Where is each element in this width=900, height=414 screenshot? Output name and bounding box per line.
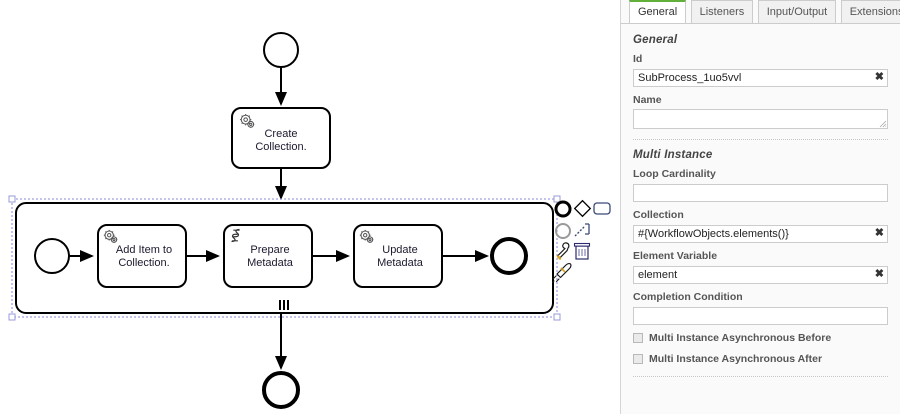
task-update-metadata[interactable]: Update Metadata [353,224,443,288]
tab-general[interactable]: General [629,0,687,23]
multi-instance-parallel-marker-icon [279,300,289,310]
start-event-main[interactable] [263,32,299,68]
group-divider-bottom [633,376,888,377]
tab-extensions[interactable]: Extensions [840,0,900,23]
diagram-canvas[interactable]: Create Collection. [0,0,620,414]
task-prepare-metadata-label-line1: Prepare [250,244,289,256]
resize-handle-sw[interactable] [8,313,16,321]
id-input[interactable] [633,69,888,87]
trash-icon[interactable] [573,242,591,260]
group-title-general: General [633,34,678,46]
resize-handle-nw[interactable] [8,195,16,203]
task-update-metadata-label-line2: Metadata [377,257,424,269]
task-add-item[interactable]: Add Item to Collection. [97,224,187,288]
start-event-sub[interactable] [34,238,70,274]
gears-icon [103,229,118,243]
task-prepare-metadata[interactable]: Prepare Metadata [223,224,313,288]
field-element-variable: Element Variable ✖ [633,250,888,284]
mi-async-before-checkbox[interactable] [633,333,643,343]
task-prepare-metadata-label-line2: Metadata [247,257,294,269]
checkbox-row-async-before: Multi Instance Asynchronous Before [633,332,888,344]
wrench-icon[interactable] [556,242,570,260]
element-variable-clear-icon[interactable]: ✖ [874,268,884,280]
mi-async-after-label: Multi Instance Asynchronous After [649,353,823,365]
task-create-collection[interactable]: Create Collection. [231,107,331,169]
field-loop-cardinality-label: Loop Cardinality [633,168,716,180]
element-variable-input[interactable] [633,266,888,284]
collection-input[interactable] [633,225,888,243]
field-id: Id ✖ [633,53,888,87]
field-name-label: Name [633,94,662,106]
field-id-label: Id [633,53,643,65]
append-intermediate-event-icon[interactable] [555,223,571,239]
group-title-multi-instance: Multi Instance [633,149,713,161]
field-completion-condition-label: Completion Condition [633,291,743,303]
field-collection: Collection ✖ [633,209,888,243]
gears-icon [239,113,255,128]
group-divider [633,139,888,140]
resize-handle-ne[interactable] [553,195,561,203]
context-pad[interactable] [551,199,611,284]
field-name: Name [633,94,888,129]
mi-async-before-label: Multi Instance Asynchronous Before [649,332,832,344]
bpmn-diagram: Create Collection. [8,32,611,409]
task-add-item-label-line2: Collection. [118,257,169,269]
id-clear-icon[interactable]: ✖ [874,71,884,83]
collection-clear-icon[interactable]: ✖ [874,227,884,239]
field-loop-cardinality: Loop Cardinality [633,168,888,202]
task-create-collection-label-line2: Collection. [255,141,306,153]
connect-icon[interactable] [574,223,590,237]
field-collection-label: Collection [633,209,684,221]
field-element-variable-label: Element Variable [633,250,718,262]
end-event-main[interactable] [262,371,300,409]
properties-panel: General Listeners Input/Output Extension… [620,0,900,414]
name-textarea[interactable] [633,109,888,129]
completion-condition-input[interactable] [633,307,888,325]
task-add-item-label-line1: Add Item to [116,244,172,256]
loop-cardinality-input[interactable] [633,184,888,202]
checkbox-row-async-after: Multi Instance Asynchronous After [633,353,888,365]
properties-body: General Id ✖ Name Multi Insta [621,24,900,377]
append-gateway-icon[interactable] [573,199,592,218]
end-event-sub[interactable] [490,237,528,275]
tab-listeners[interactable]: Listeners [690,0,754,23]
task-create-collection-label-line1: Create [264,128,297,140]
append-end-event-icon[interactable] [554,200,572,218]
field-completion-condition: Completion Condition [633,291,888,325]
properties-tab-bar: General Listeners Input/Output Extension… [621,0,900,24]
tab-input-output[interactable]: Input/Output [757,0,837,23]
subprocess-selection-outline [8,195,561,321]
append-task-icon[interactable] [593,202,611,215]
rocket-icon[interactable] [551,262,572,284]
resize-handle-se[interactable] [553,313,561,321]
task-update-metadata-label-line1: Update [382,244,417,256]
mi-async-after-checkbox[interactable] [633,354,643,364]
script-icon [231,228,240,243]
gears-icon [359,229,374,243]
